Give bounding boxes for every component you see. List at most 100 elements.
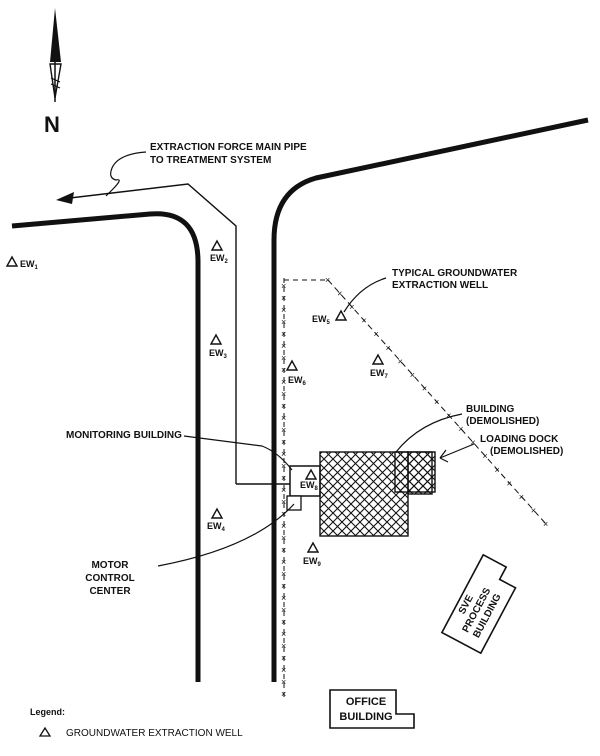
svg-text:×: ×: [281, 629, 286, 639]
well-ew8: EW8: [300, 468, 319, 492]
well-triangle-icon: [285, 359, 299, 371]
motor-label-1: MOTOR: [91, 560, 129, 571]
well-triangle-icon: [210, 507, 224, 519]
sve-process-building: SVE PROCESS BUILDING: [440, 553, 517, 655]
svg-text:×: ×: [281, 653, 286, 663]
svg-text:×: ×: [281, 533, 286, 543]
svg-text:×: ×: [543, 519, 548, 529]
svg-text:×: ×: [281, 677, 286, 687]
svg-text:×: ×: [281, 581, 286, 591]
svg-text:×: ×: [281, 461, 286, 471]
svg-text:×: ×: [507, 478, 512, 488]
svg-text:×: ×: [349, 302, 354, 312]
svg-text:×: ×: [281, 473, 286, 483]
svg-text:×: ×: [281, 329, 286, 339]
well-triangle-icon: [5, 255, 19, 267]
building-label-1: BUILDING: [466, 404, 515, 415]
svg-text:×: ×: [281, 485, 286, 495]
svg-text:×: ×: [281, 641, 286, 651]
svg-text:×: ×: [458, 424, 463, 434]
svg-text:×: ×: [281, 353, 286, 363]
svg-text:×: ×: [281, 305, 286, 315]
well-label: EW2: [210, 253, 229, 265]
svg-text:×: ×: [281, 545, 286, 555]
well-label: EW9: [303, 556, 322, 568]
svg-text:×: ×: [281, 293, 286, 303]
motor-label-3: CENTER: [89, 586, 131, 597]
svg-text:×: ×: [281, 401, 286, 411]
monitoring-building: [289, 465, 321, 497]
svg-text:×: ×: [434, 397, 439, 407]
office-label-2: BUILDING: [339, 711, 392, 723]
well-ew3: EW3: [209, 333, 228, 360]
pipe-arrow-icon: [56, 192, 74, 204]
svg-text:×: ×: [446, 411, 451, 421]
legend-well-icon: [38, 726, 52, 737]
well-triangle-icon: [304, 468, 318, 480]
north-label: N: [44, 112, 60, 137]
well-triangle-icon: [306, 541, 320, 553]
svg-text:×: ×: [422, 383, 427, 393]
svg-text:×: ×: [281, 365, 286, 375]
force-main-label-2: TO TREATMENT SYSTEM: [150, 155, 271, 166]
legend-title: Legend:: [30, 707, 65, 717]
well-ew1: EW1: [5, 255, 39, 271]
svg-text:×: ×: [281, 617, 286, 627]
monitoring-leader: [183, 435, 293, 471]
svg-text:×: ×: [281, 557, 286, 567]
svg-text:×: ×: [281, 449, 286, 459]
well-label: EW8: [300, 480, 319, 492]
well-label: EW4: [207, 521, 226, 533]
svg-text:×: ×: [337, 289, 342, 299]
well-triangle-icon: [210, 239, 224, 251]
svg-text:×: ×: [281, 569, 286, 579]
pipe-leader: [105, 151, 147, 197]
well-ew7: EW7: [370, 353, 389, 380]
svg-text:×: ×: [281, 437, 286, 447]
typical-well-leader: [343, 277, 387, 313]
svg-text:×: ×: [281, 665, 286, 675]
motor-control-center: [286, 495, 302, 511]
svg-text:×: ×: [373, 329, 378, 339]
svg-text:×: ×: [281, 605, 286, 615]
svg-text:×: ×: [281, 497, 286, 507]
svg-text:×: ×: [281, 341, 286, 351]
loading-dock-label-2: (DEMOLISHED): [490, 446, 563, 457]
svg-text:×: ×: [281, 377, 286, 387]
force-main-pipe: [69, 183, 237, 484]
well-label: EW6: [288, 375, 307, 387]
fence-vertical: ×××××××××××××××××××××××××××××××××××: [281, 278, 286, 700]
svg-text:×: ×: [386, 343, 391, 353]
svg-text:×: ×: [281, 281, 286, 291]
svg-text:×: ×: [325, 275, 330, 285]
svg-text:×: ×: [398, 356, 403, 366]
svg-text:×: ×: [482, 451, 487, 461]
loading-dock-leader: [439, 443, 475, 459]
svg-text:×: ×: [470, 438, 475, 448]
well-ew5: EW5: [312, 309, 348, 326]
office-label-1: OFFICE: [346, 696, 386, 708]
well-ew6: EW6: [285, 359, 307, 387]
svg-text:×: ×: [281, 317, 286, 327]
svg-text:×: ×: [281, 413, 286, 423]
road-east: [271, 117, 589, 682]
office-building: OFFICE BUILDING: [329, 689, 415, 729]
well-triangle-icon: [209, 333, 223, 345]
svg-text:×: ×: [361, 316, 366, 326]
svg-text:×: ×: [531, 505, 536, 515]
typical-well-label-2: EXTRACTION WELL: [392, 280, 488, 291]
svg-text:×: ×: [410, 370, 415, 380]
loading-dock-label-1: LOADING DOCK: [480, 434, 559, 445]
fence-diagonal: × × × × × × × × × × × × × × × × × × ×: [284, 275, 548, 529]
well-label: EW3: [209, 348, 228, 360]
svg-text:×: ×: [281, 689, 286, 699]
building-leader: [395, 413, 463, 453]
motor-leader: [157, 503, 295, 567]
well-label: EW1: [20, 259, 39, 271]
well-ew2: EW2: [210, 239, 229, 265]
well-label: EW7: [370, 368, 389, 380]
force-main-label-1: EXTRACTION FORCE MAIN PIPE: [150, 142, 307, 153]
